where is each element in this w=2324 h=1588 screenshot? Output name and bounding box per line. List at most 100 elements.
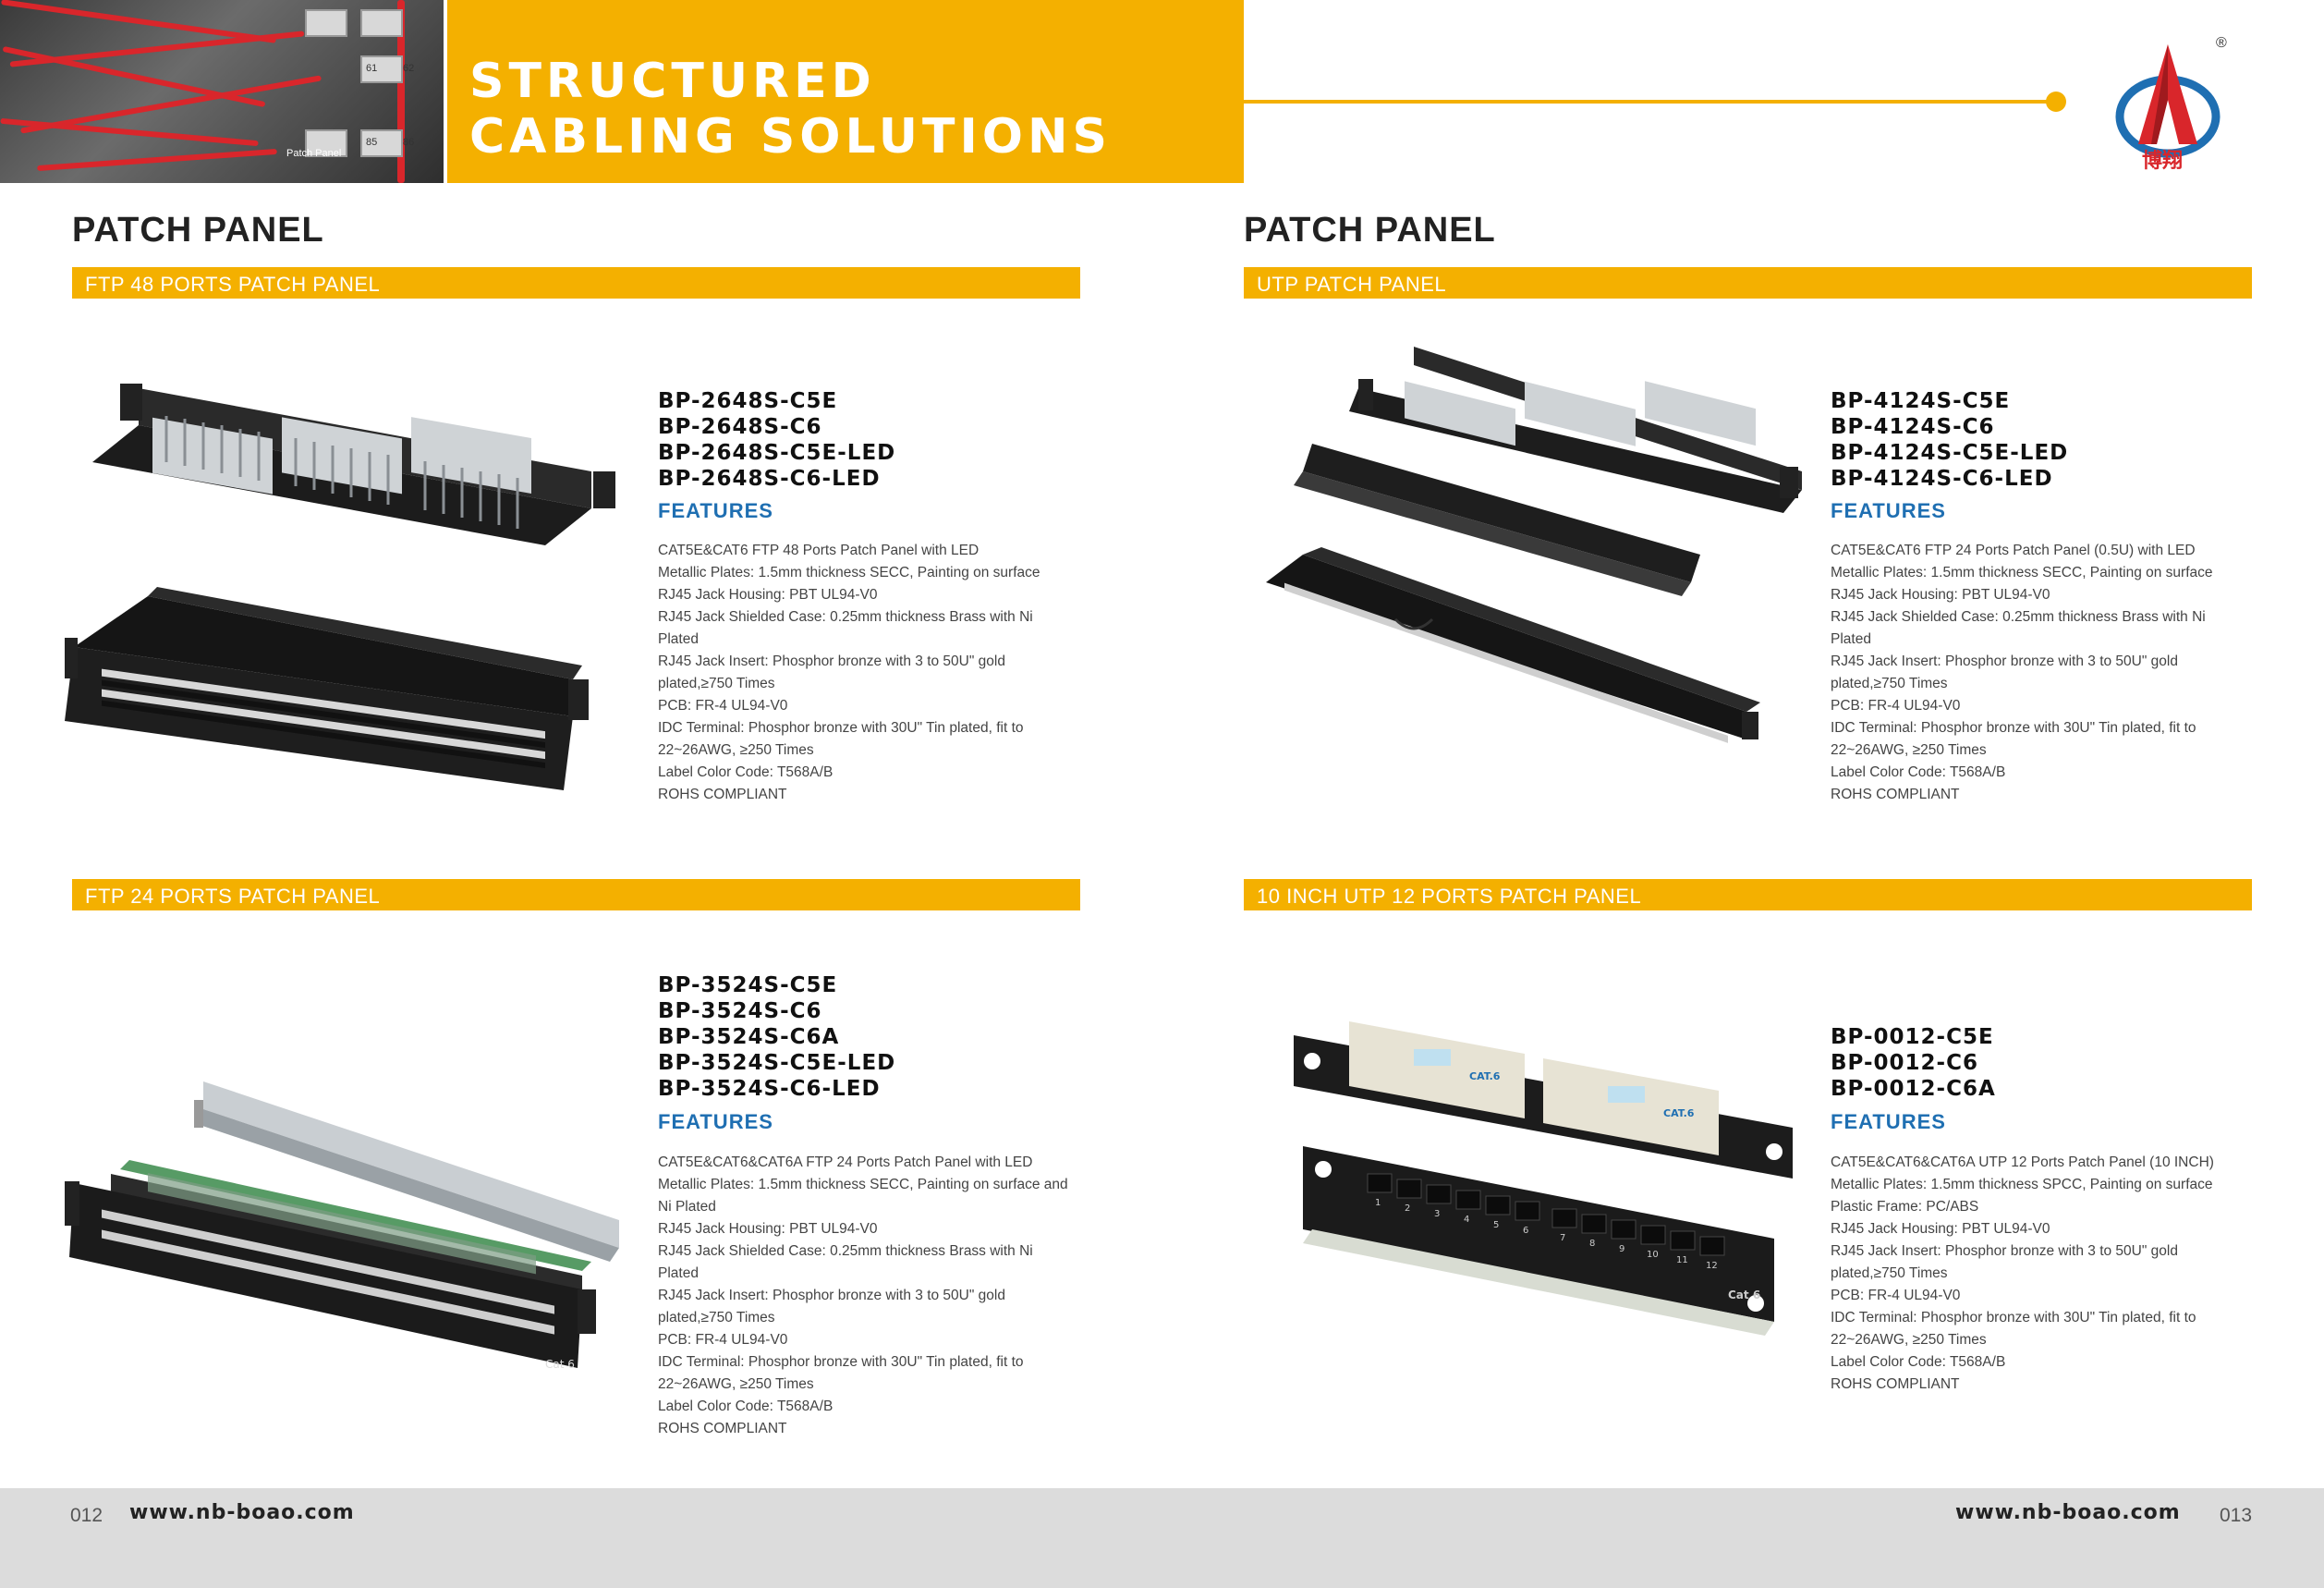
spec-line: RJ45 Jack Shielded Case: 0.25mm thicknes… (658, 1243, 1033, 1259)
spec-line: plated,≥750 Times (658, 1310, 775, 1325)
photo-label-61: 61 (366, 63, 378, 74)
model-code: BP-2648S-C5E (658, 389, 838, 413)
specs-10-inch: CAT5E&CAT6&CAT6A UTP 12 Ports Patch Pane… (1831, 1152, 2246, 1396)
spec-line: RJ45 Jack Shielded Case: 0.25mm thicknes… (658, 609, 1033, 625)
spec-line: PCB: FR-4 UL94-V0 (658, 1332, 788, 1348)
model-code: BP-0012-C6A (1831, 1077, 1996, 1101)
spec-line: RJ45 Jack Housing: PBT UL94-V0 (1831, 587, 2050, 603)
registered-mark: ® (2216, 35, 2227, 51)
spec-line: Plated (1831, 631, 1871, 647)
spec-line: Ni Plated (658, 1199, 716, 1215)
spec-line: IDC Terminal: Phosphor bronze with 30U" … (658, 1354, 1024, 1370)
bar-utp: UTP PATCH PANEL (1244, 267, 2252, 299)
header-rule (1244, 100, 2055, 104)
photo-label-86: 86 (403, 137, 415, 148)
bar-ftp-24: FTP 24 PORTS PATCH PANEL (72, 879, 1080, 910)
port-number: 7 (1560, 1233, 1565, 1243)
header-rule-dot (2046, 92, 2066, 112)
spec-line: RJ45 Jack Housing: PBT UL94-V0 (658, 1221, 878, 1237)
spec-line: CAT5E&CAT6&CAT6A FTP 24 Ports Patch Pane… (658, 1154, 1033, 1170)
right-section-title: PATCH PANEL (1244, 211, 1496, 250)
spec-line: ROHS COMPLIANT (658, 1421, 787, 1436)
spec-line: Label Color Code: T568A/B (658, 764, 833, 780)
title-line-1: STRUCTURED (469, 54, 876, 109)
port-number: 1 (1375, 1198, 1381, 1208)
models-ftp-24: BP-3524S-C5E BP-3524S-C6 BP-3524S-C6A BP… (658, 972, 895, 1102)
model-code: BP-4124S-C5E (1831, 389, 2011, 413)
spec-line: RJ45 Jack Insert: Phosphor bronze with 3… (1831, 1243, 2178, 1259)
logo-text: 博翔 (2142, 150, 2184, 173)
spec-line: PCB: FR-4 UL94-V0 (1831, 1288, 1961, 1303)
spec-line: IDC Terminal: Phosphor bronze with 30U" … (1831, 1310, 2196, 1325)
product-image-utp (1229, 342, 1802, 800)
jack-label-cat6: CAT.6 (1469, 1070, 1501, 1082)
spec-line: Label Color Code: T568A/B (1831, 764, 2006, 780)
spec-line: IDC Terminal: Phosphor bronze with 30U" … (658, 720, 1024, 736)
specs-ftp-48: CAT5E&CAT6 FTP 48 Ports Patch Panel with… (658, 540, 1074, 806)
spec-line: 22~26AWG, ≥250 Times (1831, 742, 1987, 758)
model-code: BP-3524S-C6A (658, 1025, 840, 1049)
spec-line: Plastic Frame: PC/ABS (1831, 1199, 1979, 1215)
specs-ftp-24: CAT5E&CAT6&CAT6A FTP 24 Ports Patch Pane… (658, 1152, 1074, 1440)
spec-line: IDC Terminal: Phosphor bronze with 30U" … (1831, 720, 2196, 736)
models-10-inch: BP-0012-C5E BP-0012-C6 BP-0012-C6A (1831, 1024, 1996, 1102)
spec-line: Metallic Plates: 1.5mm thickness SECC, P… (1831, 565, 2213, 580)
footer-bar (0, 1488, 2324, 1588)
product-image-ftp-24: Cat 6 (65, 1063, 619, 1419)
bar-10-inch: 10 INCH UTP 12 PORTS PATCH PANEL (1244, 879, 2252, 910)
spec-line: ROHS COMPLIANT (658, 787, 787, 802)
spec-line: RJ45 Jack Insert: Phosphor bronze with 3… (658, 1288, 1005, 1303)
spec-line: plated,≥750 Times (1831, 676, 1948, 691)
website-link-right[interactable]: www.nb-boao.com (1955, 1501, 2181, 1524)
spec-line: CAT5E&CAT6&CAT6A UTP 12 Ports Patch Pane… (1831, 1154, 2214, 1170)
brand-logo: ® 博翔 (2111, 35, 2231, 174)
title-line-2: CABLING SOLUTIONS (469, 109, 1112, 165)
port-number: 8 (1589, 1239, 1595, 1249)
model-code: BP-2648S-C6 (658, 415, 822, 439)
model-code: BP-3524S-C6-LED (658, 1077, 881, 1101)
models-ftp-48: BP-2648S-C5E BP-2648S-C6 BP-2648S-C5E-LE… (658, 388, 895, 492)
product-image-10-inch: CAT.6 CAT.6 1 2 3 4 5 6 7 8 9 10 11 12 C… (1275, 980, 1820, 1391)
website-link-left[interactable]: www.nb-boao.com (129, 1501, 355, 1524)
model-code: BP-4124S-C6-LED (1831, 467, 2053, 491)
spec-line: 22~26AWG, ≥250 Times (658, 1376, 814, 1392)
spec-line: Plated (658, 631, 699, 647)
bar-ftp-48: FTP 48 PORTS PATCH PANEL (72, 267, 1080, 299)
spec-line: 22~26AWG, ≥250 Times (1831, 1332, 1987, 1348)
spec-line: PCB: FR-4 UL94-V0 (1831, 698, 1961, 714)
port-number: 9 (1619, 1244, 1624, 1254)
port-number: 3 (1434, 1209, 1440, 1219)
spec-line: Metallic Plates: 1.5mm thickness SECC, P… (658, 1177, 1068, 1192)
port-number: 4 (1464, 1215, 1469, 1225)
spec-line: Label Color Code: T568A/B (1831, 1354, 2006, 1370)
spec-line: RJ45 Jack Insert: Phosphor bronze with 3… (658, 654, 1005, 669)
page-number-left: 012 (70, 1505, 103, 1526)
model-code: BP-0012-C6 (1831, 1051, 1978, 1075)
spec-line: Plated (658, 1265, 699, 1281)
header-band (447, 0, 1244, 183)
port-number: 11 (1676, 1255, 1688, 1265)
header-photo: Patch Panel 85 86 61 62 (0, 0, 444, 183)
spec-line: plated,≥750 Times (658, 676, 775, 691)
features-heading: FEATURES (1831, 1110, 1946, 1133)
port-number: 2 (1405, 1203, 1410, 1214)
models-utp: BP-4124S-C5E BP-4124S-C6 BP-4124S-C5E-LE… (1831, 388, 2068, 492)
spec-line: RJ45 Jack Shielded Case: 0.25mm thicknes… (1831, 609, 2206, 625)
model-code: BP-2648S-C5E-LED (658, 441, 896, 465)
spec-line: ROHS COMPLIANT (1831, 1376, 1960, 1392)
features-heading: FEATURES (658, 1110, 773, 1133)
specs-utp: CAT5E&CAT6 FTP 24 Ports Patch Panel (0.5… (1831, 540, 2246, 806)
product-image-ftp-48 (65, 370, 619, 837)
model-code: BP-3524S-C6 (658, 999, 822, 1023)
photo-label-patch-panel: Patch Panel (286, 148, 342, 159)
spec-line: RJ45 Jack Housing: PBT UL94-V0 (1831, 1221, 2050, 1237)
spec-line: CAT5E&CAT6 FTP 24 Ports Patch Panel (0.5… (1831, 543, 2196, 558)
model-code: BP-3524S-C5E-LED (658, 1051, 896, 1075)
features-heading: FEATURES (658, 499, 773, 522)
product-label-cat6: Cat 6 (545, 1358, 575, 1371)
photo-label-85: 85 (366, 137, 378, 148)
spec-line: CAT5E&CAT6 FTP 48 Ports Patch Panel with… (658, 543, 979, 558)
port-number: 12 (1706, 1261, 1718, 1271)
model-code: BP-2648S-C6-LED (658, 467, 881, 491)
port-number: 6 (1523, 1226, 1528, 1236)
